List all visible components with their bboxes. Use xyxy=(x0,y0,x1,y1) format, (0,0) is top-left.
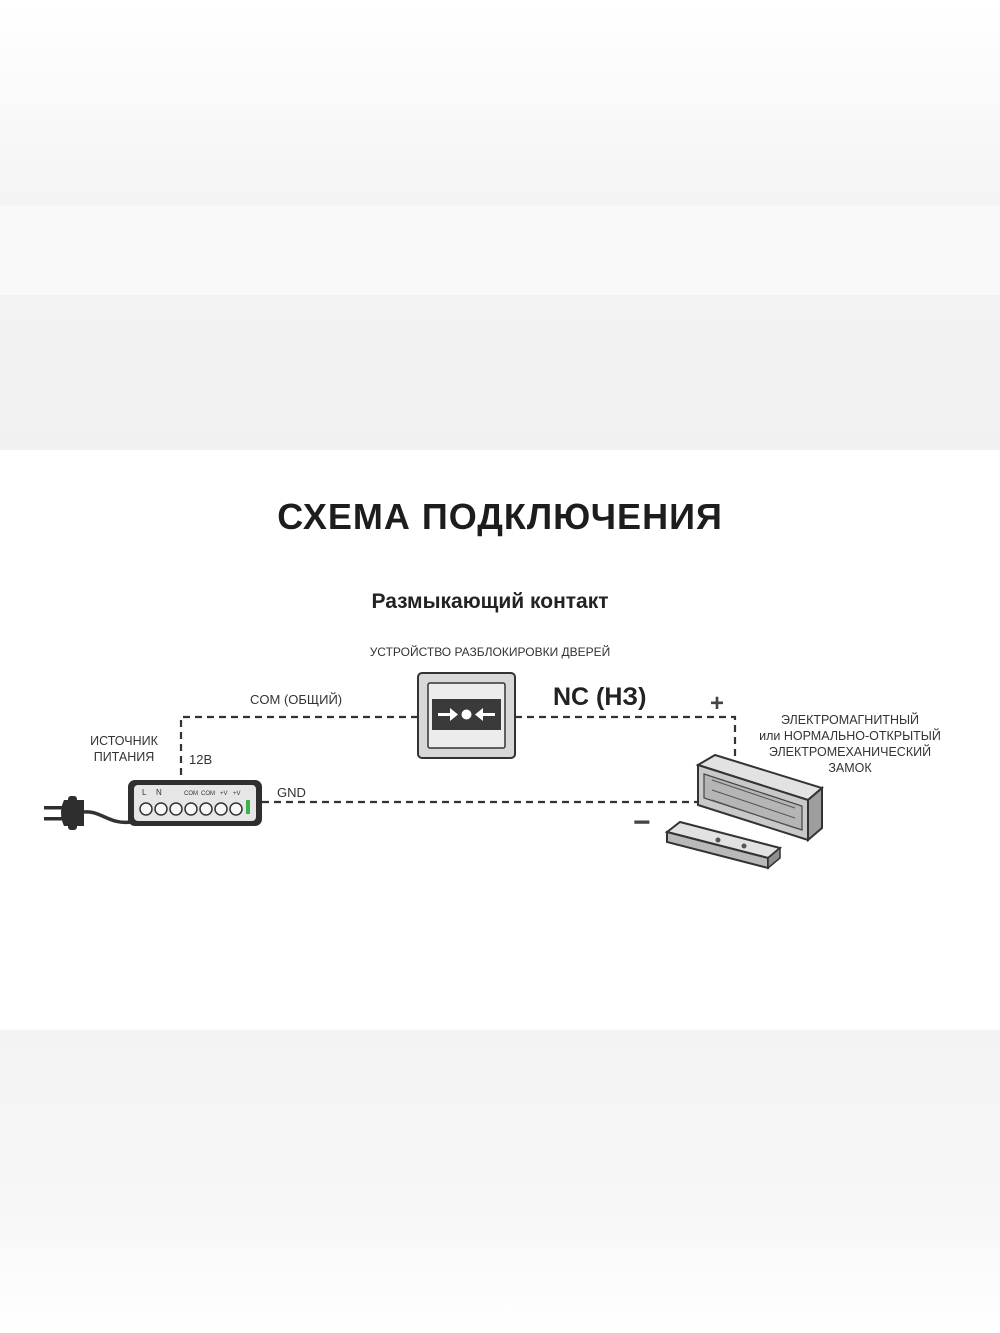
minus-sign: − xyxy=(633,806,651,839)
background-band-bottom xyxy=(0,1030,1000,1333)
unlock-arrows-icon xyxy=(438,708,495,721)
nc-wire xyxy=(515,715,737,770)
lock-label-line2: или НОРМАЛЬНО-ОТКРЫТЫЙ xyxy=(759,729,941,743)
lock-armature-plate xyxy=(664,820,783,870)
door-unlock-device xyxy=(417,672,516,759)
power-source-label-line2: ПИТАНИЯ xyxy=(93,750,155,764)
power-led-icon xyxy=(246,800,250,814)
lock-label-line1: ЭЛЕКТРОМАГНИТНЫЙ xyxy=(780,713,920,727)
nc-wire-label: NC (НЗ) xyxy=(553,683,647,711)
lock-label-line4: ЗАМОК xyxy=(828,761,872,775)
svg-text:+V: +V xyxy=(220,791,228,797)
power-source-label-line1: ИСТОЧНИК xyxy=(90,734,158,748)
svg-text:L: L xyxy=(142,788,147,797)
diagram-subtitle: Размыкающий контакт xyxy=(371,590,609,613)
voltage-label: 12В xyxy=(189,752,213,767)
svg-text:COM: COM xyxy=(184,791,198,797)
plus-sign: + xyxy=(710,690,725,717)
svg-text:+V: +V xyxy=(233,791,241,797)
lock-label-line3: ЭЛЕКТРОМЕХАНИЧЕСКИЙ xyxy=(768,745,932,759)
power-supply-unit: L N COM COM +V +V xyxy=(128,780,262,826)
lock-label: ЭЛЕКТРОМАГНИТНЫЙ или НОРМАЛЬНО-ОТКРЫТЫЙ … xyxy=(745,712,955,776)
svg-text:COM: COM xyxy=(201,791,215,797)
power-source-label: ИСТОЧНИК ПИТАНИЯ xyxy=(78,733,170,765)
power-plug-icon xyxy=(44,796,131,830)
electromagnetic-lock xyxy=(695,753,825,843)
com-wire-label: COM (ОБЩИЙ) xyxy=(250,692,343,707)
svg-text:N: N xyxy=(156,788,162,797)
device-label: УСТРОЙСТВО РАЗБЛОКИРОВКИ ДВЕРЕЙ xyxy=(369,645,611,659)
com-wire xyxy=(179,715,418,775)
gnd-wire-label: GND xyxy=(277,785,306,800)
diagram-title: СХЕМА ПОДКЛЮЧЕНИЯ xyxy=(277,496,723,537)
background-band-top xyxy=(0,0,1000,450)
